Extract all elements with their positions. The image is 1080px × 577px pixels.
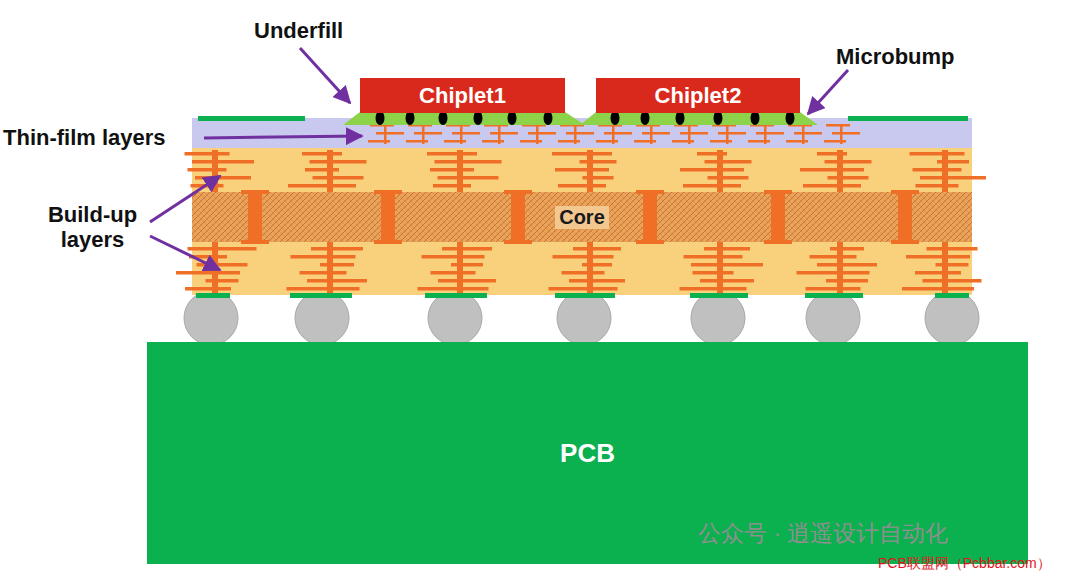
node-label: Core xyxy=(555,206,609,229)
node-label: PCB xyxy=(560,438,615,469)
top-pad xyxy=(848,116,968,121)
microbumps xyxy=(376,111,795,125)
top-pad xyxy=(198,116,305,121)
upper-build-up xyxy=(192,148,972,192)
watermark: 公众号 · 逍遥设计自动化 xyxy=(698,520,948,546)
node-label: Chiplet2 xyxy=(655,83,742,109)
chiplet-box: Chiplet2 xyxy=(596,78,800,113)
watermark: PCB联盟网（Pcbbar.com） xyxy=(878,555,1051,571)
solder-balls xyxy=(184,291,979,345)
part-label: Build-up layers xyxy=(30,202,155,253)
part-label: Thin-film layers xyxy=(3,125,166,150)
underfill xyxy=(580,112,818,125)
underfill xyxy=(343,112,585,125)
part-label: Microbump xyxy=(836,44,955,69)
core-band xyxy=(192,192,972,242)
leader-lines xyxy=(150,48,848,270)
node-label: Chiplet1 xyxy=(419,83,506,109)
core-band: Core xyxy=(192,192,972,242)
part-label: Underfill xyxy=(254,18,343,43)
bottom-pads xyxy=(196,293,969,298)
lower-build-up xyxy=(192,242,972,295)
thin-film-band xyxy=(192,118,972,148)
chiplet-box: Chiplet1 xyxy=(360,78,565,113)
traces xyxy=(176,124,986,294)
